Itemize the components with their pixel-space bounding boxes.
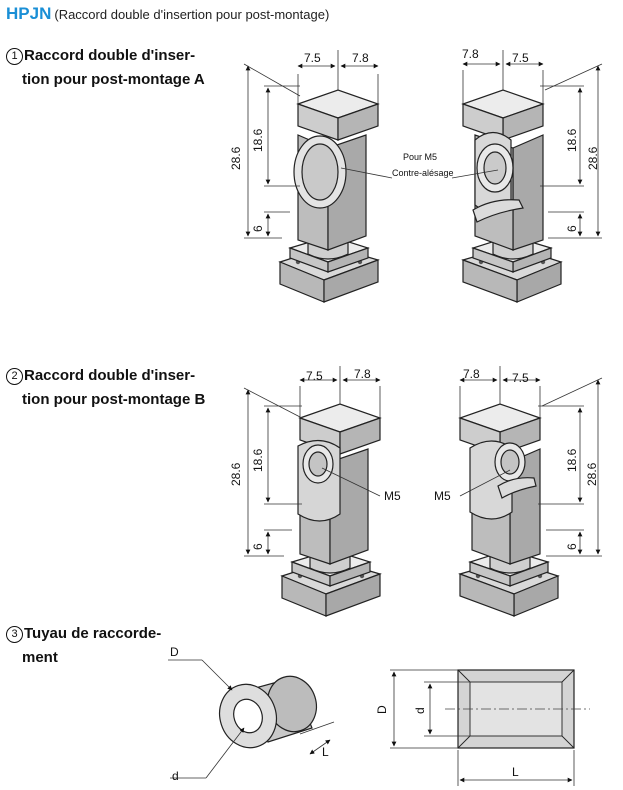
- section-a-number: 1: [6, 48, 23, 65]
- dim-a-left-7-5: 7.5: [304, 51, 321, 65]
- dims-b-left: [243, 366, 381, 557]
- dim-a-left-28-6: 28.6: [229, 146, 243, 170]
- section-c-line2: ment: [22, 649, 58, 666]
- joint-b-right-drawing: [458, 403, 560, 617]
- page-title: HPJN(Raccord double d'insertion pour pos…: [6, 4, 329, 24]
- joint-b-left-drawing: [280, 403, 382, 617]
- tube-side-view-drawing: [390, 669, 590, 786]
- dims-b-right: [459, 366, 603, 557]
- section-c-number: 3: [6, 626, 23, 643]
- dim-a-left-7-8: 7.8: [352, 51, 369, 65]
- dim-b-left-28-6: 28.6: [229, 462, 243, 486]
- tube-label-d: d: [172, 769, 179, 783]
- side-label-D: D: [375, 705, 389, 714]
- dim-a-right-18-6: 18.6: [565, 128, 579, 152]
- side-label-L: L: [512, 765, 519, 779]
- dim-a-left-18-6: 18.6: [251, 128, 265, 152]
- dim-b-left-6: 6: [251, 543, 265, 550]
- label-m5-left: M5: [384, 489, 401, 503]
- section-b-line1: Raccord double d'inser-: [24, 367, 196, 384]
- note-contre-alesage: Contre-alésage: [392, 168, 454, 178]
- dim-b-right-18-6: 18.6: [565, 448, 579, 472]
- dims-a-left: [243, 50, 393, 239]
- dim-b-right-7-5: 7.5: [512, 371, 529, 385]
- section-a-line1: Raccord double d'inser-: [24, 47, 196, 64]
- section-b-number: 2: [6, 368, 23, 385]
- dim-a-right-6: 6: [565, 225, 579, 232]
- product-subtitle: (Raccord double d'insertion pour post-mo…: [54, 7, 330, 22]
- dim-a-left-6: 6: [251, 225, 265, 232]
- tube-label-D: D: [170, 645, 179, 659]
- tube-isometric-drawing: [168, 659, 335, 779]
- joint-a-right-drawing: [462, 89, 562, 303]
- section-b-line2: tion pour post-montage B: [22, 391, 206, 408]
- dim-a-right-7-5: 7.5: [512, 51, 529, 65]
- dim-b-right-7-8: 7.8: [463, 367, 480, 381]
- joint-a-left-drawing: [279, 89, 379, 303]
- dim-b-right-6: 6: [565, 543, 579, 550]
- dim-b-left-7-5: 7.5: [306, 369, 323, 383]
- dim-a-right-7-8: 7.8: [462, 47, 479, 61]
- label-m5-right: M5: [434, 489, 451, 503]
- side-label-d: d: [413, 707, 427, 714]
- note-pour-m5: Pour M5: [403, 152, 437, 162]
- dim-a-right-28-6: 28.6: [586, 146, 600, 170]
- dim-b-left-7-8: 7.8: [354, 367, 371, 381]
- product-code: HPJN: [6, 4, 52, 23]
- section-c-line1: Tuyau de raccorde-: [24, 625, 162, 642]
- section-a-line2: tion pour post-montage A: [22, 71, 205, 88]
- tube-label-L: L: [322, 745, 329, 759]
- dim-b-right-28-6: 28.6: [585, 462, 599, 486]
- dims-a-right: [451, 50, 603, 239]
- dim-b-left-18-6: 18.6: [251, 448, 265, 472]
